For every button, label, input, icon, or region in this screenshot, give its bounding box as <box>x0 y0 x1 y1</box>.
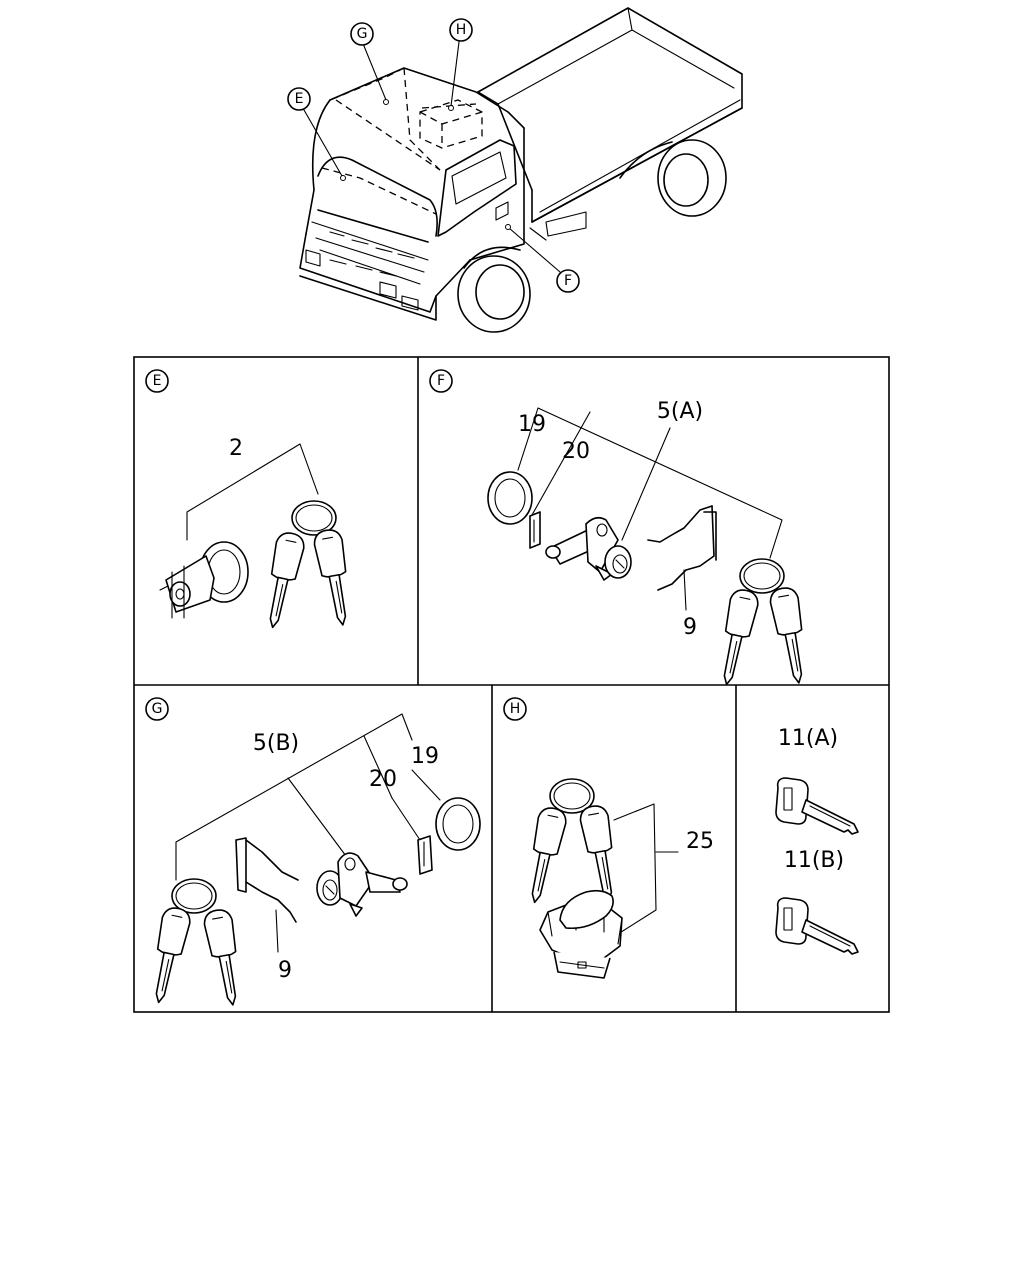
label-h-25: 25 <box>686 829 714 854</box>
panel-h: H 25 <box>503 697 714 979</box>
truck-illustration <box>299 7 743 333</box>
spring-9-f <box>647 505 717 591</box>
truck-callouts: G H E F <box>287 18 580 293</box>
panel-h-badge: H <box>510 701 521 717</box>
panel-g: G 5(B) 19 20 9 <box>144 697 481 1009</box>
fuel-cap-25 <box>539 889 623 979</box>
panel-e-badge: E <box>153 373 162 389</box>
label-11a: 11(A) <box>778 726 838 751</box>
label-f-5a: 5(A) <box>657 399 703 424</box>
label-g-9: 9 <box>278 958 292 983</box>
label-f-19: 19 <box>518 412 546 437</box>
label-f-20: 20 <box>562 439 590 464</box>
panel-f-badge: F <box>437 373 445 389</box>
panel-e: E 2 <box>145 369 358 632</box>
key-set-f <box>712 558 814 689</box>
clip-20-g <box>417 835 433 875</box>
callout-g-truck: G <box>357 26 368 42</box>
key-set-g <box>144 878 248 1009</box>
key-11b <box>775 897 859 955</box>
label-e-2: 2 <box>229 436 243 461</box>
panel-g-badge: G <box>152 701 163 717</box>
panel-frames <box>133 356 890 1013</box>
ignition-lock-cylinder <box>159 541 249 619</box>
panel-f: F 19 20 5(A) 9 <box>429 369 814 689</box>
label-f-9: 9 <box>683 615 697 640</box>
clip-20-f <box>529 511 541 549</box>
label-g-5b: 5(B) <box>253 731 299 756</box>
ring-19-f <box>487 471 533 525</box>
callout-e-truck: E <box>295 91 304 107</box>
callout-f-truck: F <box>564 273 572 289</box>
label-11b: 11(B) <box>784 848 844 873</box>
key-set-e <box>258 500 358 632</box>
ring-19-g <box>435 797 481 851</box>
door-lock-5b <box>316 852 408 917</box>
door-lock-5a <box>545 516 632 581</box>
label-g-20: 20 <box>369 767 397 792</box>
label-g-19: 19 <box>411 744 439 769</box>
callout-h-truck: H <box>456 22 467 38</box>
key-11a <box>775 777 859 835</box>
spring-9-g <box>235 837 299 923</box>
key-set-h <box>520 778 624 907</box>
panel-keys: 11(A) 11(B) <box>775 726 859 955</box>
